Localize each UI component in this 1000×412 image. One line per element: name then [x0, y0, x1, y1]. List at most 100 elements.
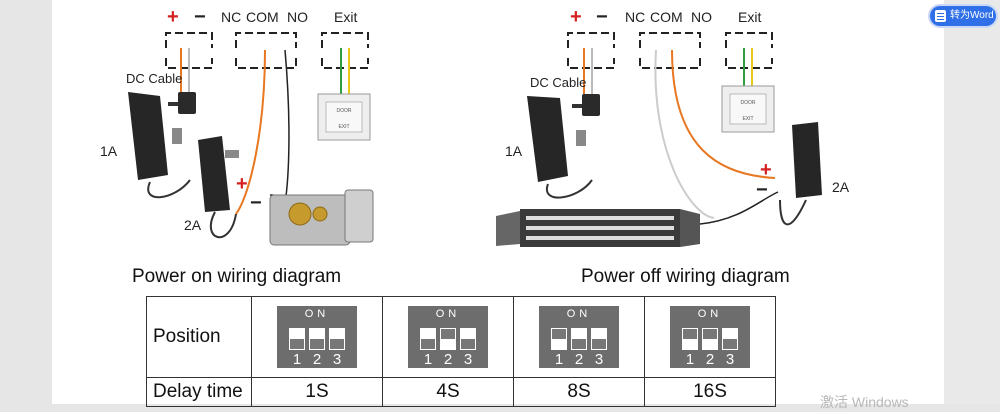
left-exit-label: Exit [334, 9, 357, 25]
left-dc-plug [178, 92, 196, 114]
dip-on-label: ON [566, 308, 592, 320]
left-terminal-blocks [165, 32, 369, 69]
dip-switch-number: 3 [725, 351, 735, 368]
right-minus-sign: − [756, 179, 768, 201]
activate-windows-watermark: 激活 Windows [820, 394, 909, 410]
dip-switch-knob [723, 339, 737, 349]
delay-value-3: 8S [513, 377, 645, 407]
dip-switch-slot [722, 328, 738, 350]
dip-switch-number: 1 [423, 351, 433, 368]
dip-switch-knob [592, 339, 606, 349]
delay-row: Delay time 1S 4S 8S 16S [146, 377, 776, 407]
dip-switch-number: 3 [463, 351, 473, 368]
dip-on-label: ON [697, 308, 723, 320]
left-minus-label: − [194, 6, 206, 28]
dip-switch-slot [420, 328, 436, 350]
left-1a-adapter [128, 92, 168, 180]
right-minus-label: − [596, 6, 608, 28]
dip-switch-knob [572, 339, 586, 349]
right-nc-label: NC [625, 9, 645, 25]
dip-switch-knob [290, 339, 304, 349]
dip-switch-knob [330, 339, 344, 349]
dip-switch-number: 1 [554, 351, 564, 368]
dip-switch-number: 3 [332, 351, 342, 368]
convert-to-word-label: 转为Word [950, 10, 994, 21]
dip-switch-slot [571, 328, 587, 350]
right-terminal-blocks [567, 32, 773, 69]
right-exit-button: DOOR EXIT [721, 85, 775, 133]
dip-on-label: ON [435, 308, 461, 320]
right-dc-cable-label: DC Cable [530, 75, 586, 90]
delay-value-1: 1S [251, 377, 383, 407]
right-sidebar [944, 0, 1000, 404]
left-nc-label: NC [221, 9, 241, 25]
delay-value-2: 4S [382, 377, 514, 407]
right-exit-door-text: DOOR [741, 100, 756, 106]
left-no-label: NO [287, 9, 308, 25]
power-on-caption: Power on wiring diagram [132, 266, 342, 287]
dip-switch-number: 2 [574, 351, 584, 368]
dip-on-label: ON [304, 308, 330, 320]
dip-switch-knob [461, 339, 475, 349]
dip-switch-slot [702, 328, 718, 350]
dip-switch-knob [310, 339, 324, 349]
left-exit-exit-text: EXIT [338, 124, 349, 130]
dip-switch-slot [551, 328, 567, 350]
dip-switch-slot [460, 328, 476, 350]
dip-switch-number: 2 [443, 351, 453, 368]
dip-switch-knob [552, 329, 566, 339]
dip-switch-number: 3 [594, 351, 604, 368]
right-1a-label: 1A [505, 143, 523, 159]
right-exit-label: Exit [738, 9, 761, 25]
dip-switch-slot [440, 328, 456, 350]
right-dc-plug [582, 94, 600, 116]
dip-switch-slot [591, 328, 607, 350]
right-wiring-diagram: + − NC COM NO Exit DC Cable 1A 2A + [496, 6, 850, 247]
left-1a-label: 1A [100, 143, 118, 159]
magnetic-lock [496, 209, 700, 247]
left-exit-door-text: DOOR [337, 108, 352, 114]
power-off-caption: Power off wiring diagram [581, 266, 790, 287]
right-exit-exit-text: EXIT [742, 116, 753, 122]
right-2a-label: 2A [832, 179, 850, 195]
right-plus-label: + [570, 6, 582, 28]
dip-switch-number: 2 [705, 351, 715, 368]
word-icon [935, 10, 946, 22]
left-minus-sign: − [250, 192, 262, 214]
left-2a-label: 2A [184, 217, 202, 233]
right-plus-sign: + [760, 159, 772, 181]
delay-row-header: Delay time [146, 377, 252, 407]
left-wiring-diagram: + − NC COM NO Exit DC Cable 1A [100, 6, 374, 246]
dip-switch-slot [309, 328, 325, 350]
dip-switch-knob [421, 339, 435, 349]
right-no-label: NO [691, 9, 712, 25]
left-2a-adapter [198, 136, 230, 212]
right-2a-adapter [792, 122, 822, 198]
dip-switch-number: 1 [292, 351, 302, 368]
left-plus-sign: + [236, 173, 248, 195]
dip-switch-number: 2 [312, 351, 322, 368]
dip-switch-knob [703, 329, 717, 339]
left-exit-button: DOOR EXIT [317, 93, 371, 141]
right-1a-adapter [527, 96, 568, 182]
dip-switch-number: 1 [685, 351, 695, 368]
delay-value-4: 16S [644, 377, 776, 407]
dip-switch-slot [682, 328, 698, 350]
position-row-header: Position [146, 296, 252, 378]
left-com-label: COM [246, 9, 279, 25]
convert-to-word-button[interactable]: 转为Word [930, 6, 996, 26]
dip-switch-slot [289, 328, 305, 350]
left-dc-cable-label: DC Cable [126, 71, 182, 86]
left-plus-label: + [167, 6, 179, 28]
rim-lock [269, 189, 374, 246]
